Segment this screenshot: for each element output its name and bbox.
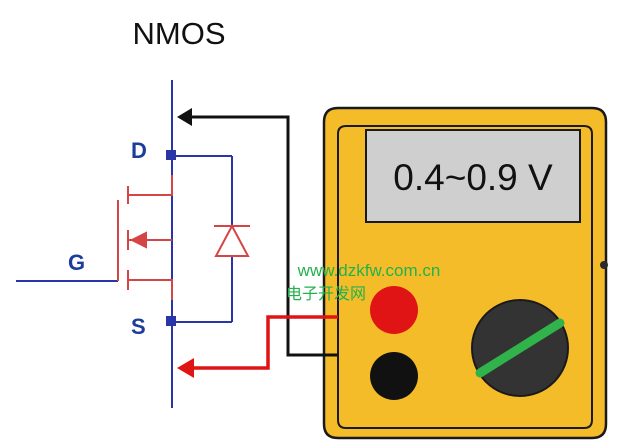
side-button <box>600 261 608 269</box>
diagram-title: NMOS <box>133 16 226 51</box>
body-diode <box>214 223 250 257</box>
multimeter: 0.4~0.9 V <box>322 106 608 440</box>
diode-triangle-icon <box>214 223 250 257</box>
red-probe-lead <box>177 315 338 378</box>
red-probe-jack <box>370 286 418 334</box>
circuit-wires <box>16 80 233 408</box>
knob-pointer <box>475 318 565 378</box>
drain-node <box>166 150 176 160</box>
gate-label: G <box>68 250 85 275</box>
drain-label: D <box>131 138 147 163</box>
drain-lead <box>128 175 173 196</box>
black-probe-jack <box>370 352 418 400</box>
source-label: S <box>131 314 146 339</box>
body-arrow-icon <box>129 231 147 249</box>
meter-face <box>337 125 593 429</box>
meter-reading: 0.4~0.9 V <box>393 157 553 198</box>
red-arrowhead-icon <box>177 358 194 378</box>
mosfet-symbol <box>117 175 173 300</box>
meter-display <box>365 129 581 223</box>
black-arrowhead-icon <box>177 108 192 126</box>
watermark-url: www.dzkfw.com.cn <box>297 261 441 280</box>
watermark-site-name: 电子开发网 <box>286 285 366 303</box>
source-node <box>166 316 176 326</box>
black-probe-lead <box>177 108 338 357</box>
source-lead <box>128 279 173 300</box>
